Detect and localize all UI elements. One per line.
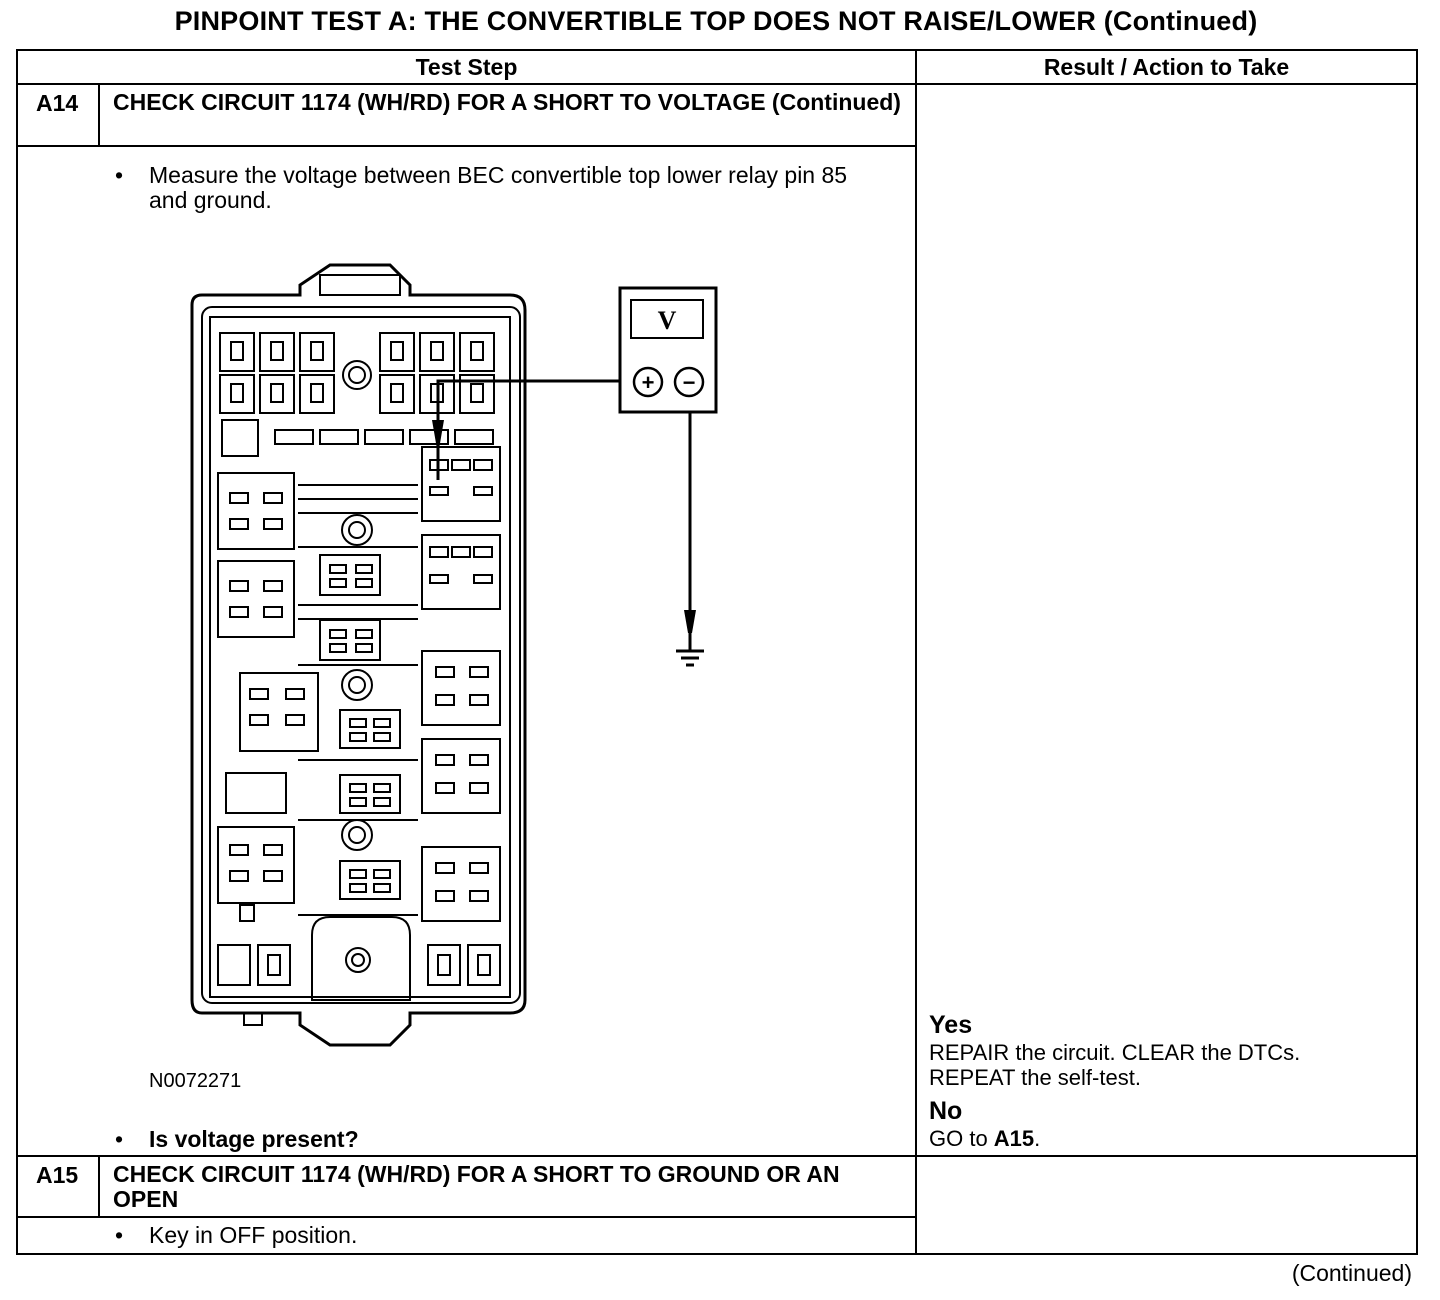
result-no-text: GO to A15.	[929, 1126, 1379, 1151]
fuse-box-diagram	[190, 263, 704, 1047]
instruction-text: Measure the voltage between BEC converti…	[149, 162, 848, 213]
figure-code: N0072271	[149, 1070, 242, 1092]
header-result: Result / Action to Take	[1043, 54, 1290, 80]
step-question: • Is voltage present?	[115, 1126, 849, 1152]
a15-id-divider	[98, 1157, 100, 1217]
column-divider	[915, 49, 917, 1255]
header-test-step: Test Step	[415, 54, 518, 80]
bullet-icon: •	[115, 1222, 124, 1248]
step-title-a15: CHECK CIRCUIT 1174 (WH/RD) FOR A SHORT T…	[113, 1161, 840, 1212]
result-no-label: No	[929, 1097, 963, 1125]
meter-display: V	[658, 306, 677, 335]
step-id-a14: A14	[36, 90, 79, 116]
bullet-icon: •	[115, 162, 124, 188]
a14-id-divider	[98, 83, 100, 147]
a15-title-divider	[16, 1216, 917, 1218]
question-text: Is voltage present?	[149, 1126, 359, 1152]
multimeter-icon: V + −	[618, 286, 718, 414]
continued-note: (Continued)	[1291, 1260, 1412, 1286]
step-title-a14: CHECK CIRCUIT 1174 (WH/RD) FOR A SHORT T…	[113, 89, 901, 115]
bullet-icon: •	[115, 1126, 124, 1152]
result-yes-text: REPAIR the circuit. CLEAR the DTCs. REPE…	[929, 1040, 1301, 1090]
result-yes-label: Yes	[929, 1011, 973, 1039]
result-no-suffix: .	[1034, 1126, 1041, 1151]
header-divider	[16, 83, 1418, 85]
meter-plus-terminal: +	[642, 370, 655, 395]
goto-a15-link[interactable]: A15	[993, 1126, 1035, 1151]
step-instruction-a15: • Key in OFF position.	[115, 1222, 849, 1248]
step-instruction: • Measure the voltage between BEC conver…	[115, 162, 879, 213]
instruction-text-a15: Key in OFF position.	[149, 1222, 358, 1248]
result-no-prefix: GO to	[929, 1126, 994, 1151]
a14-title-divider	[16, 145, 917, 147]
a15-row-divider	[16, 1155, 1418, 1157]
page-title: PINPOINT TEST A: THE CONVERTIBLE TOP DOE…	[174, 6, 1258, 36]
test-table	[16, 49, 1418, 1255]
meter-minus-terminal: −	[683, 370, 696, 395]
step-id-a15: A15	[36, 1162, 79, 1188]
